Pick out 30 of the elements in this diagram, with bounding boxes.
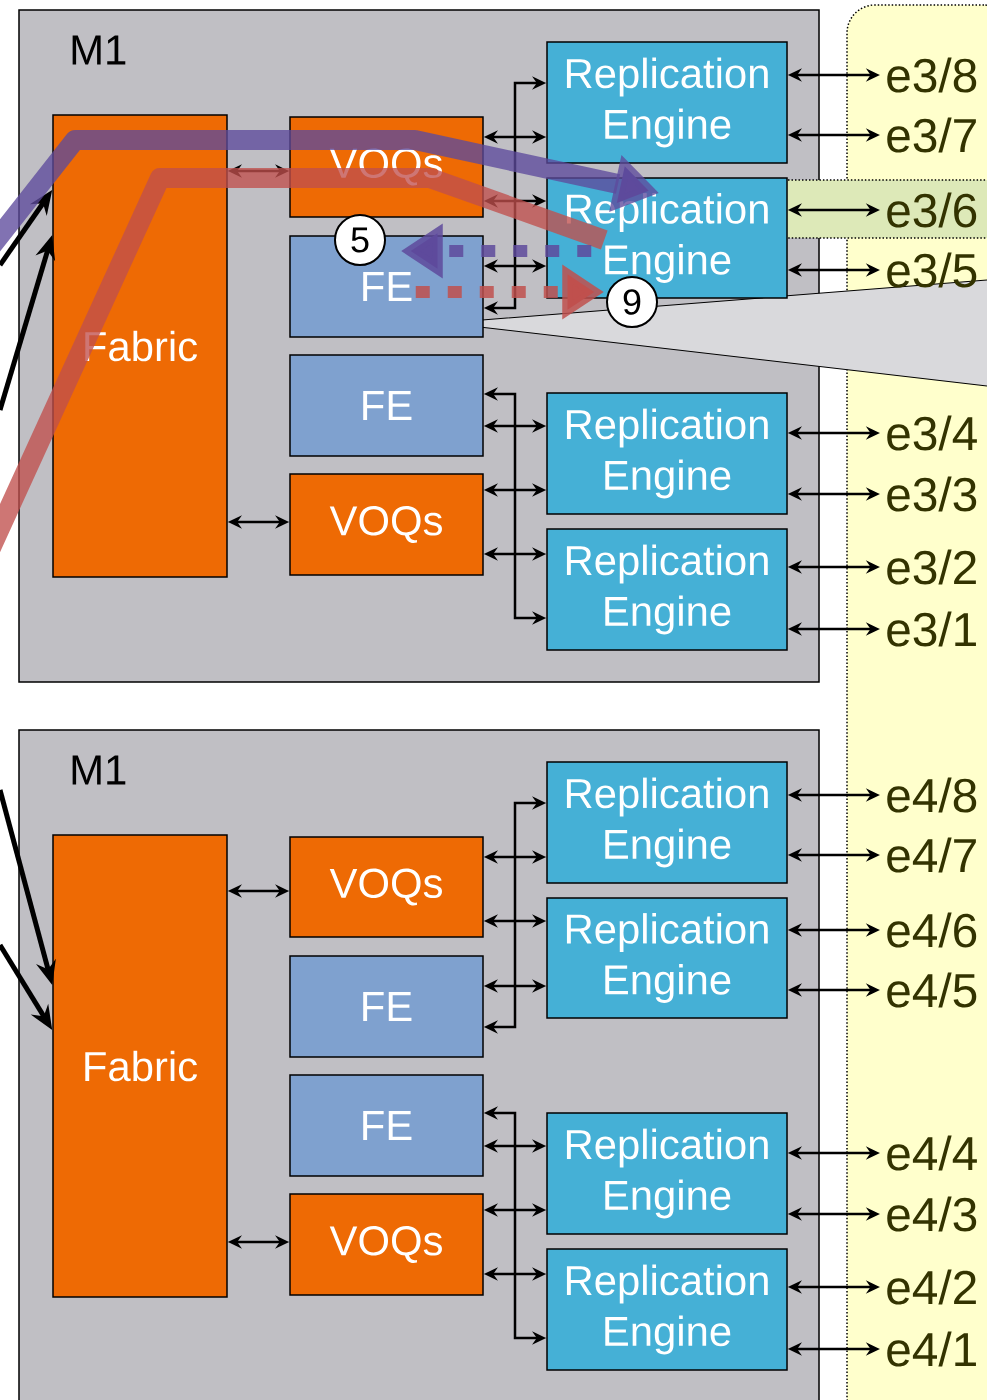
voq-block: VOQs: [289, 836, 484, 938]
port-label: e4/6: [887, 912, 977, 948]
replication-engine-box: Replication Engine: [546, 528, 788, 651]
fabric-block: Fabric: [52, 834, 228, 1298]
fe-block: FE: [289, 955, 484, 1058]
port-label: e4/4: [887, 1135, 977, 1171]
port-label: e4/5: [887, 972, 977, 1008]
port-label: e3/1: [887, 611, 976, 647]
fe-block: FE: [289, 354, 484, 457]
replication-engine-box: Replication Engine: [546, 1248, 788, 1371]
voq-block: VOQs: [289, 1193, 484, 1296]
port-label: e3/5: [887, 252, 977, 288]
replication-engine-box: Replication Engine: [546, 41, 788, 164]
port-label: e3/6: [887, 192, 977, 228]
port-label: e4/1: [887, 1331, 976, 1367]
replication-engine-box: Replication Engine: [546, 1112, 788, 1235]
port-label: e4/2: [887, 1269, 976, 1305]
port-label: e4/8: [887, 777, 977, 813]
port-label: e3/7: [887, 117, 976, 153]
fe-block: FE: [289, 1074, 484, 1177]
replication-engine-box: Replication Engine: [546, 897, 788, 1019]
voq-block: VOQs: [289, 473, 484, 576]
port-label: e3/4: [887, 415, 977, 451]
replication-engine-box: Replication Engine: [546, 392, 788, 515]
replication-engine-box: Replication Engine: [546, 761, 788, 884]
port-label: e3/2: [887, 549, 976, 585]
port-label: e3/8: [887, 57, 977, 93]
port-label: e4/3: [887, 1196, 977, 1232]
port-label: e4/7: [887, 837, 976, 873]
port-label: e3/3: [887, 476, 977, 512]
